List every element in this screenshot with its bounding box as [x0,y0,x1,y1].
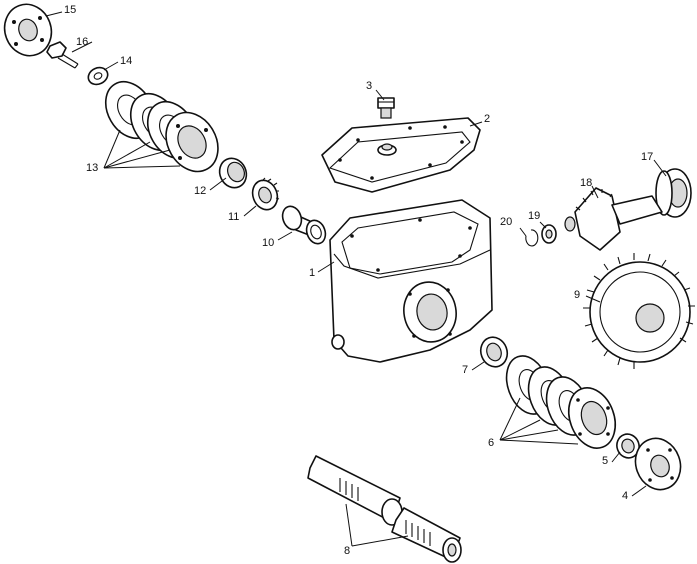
callout-3: 3 [366,80,373,92]
callout-2: 2 [484,113,491,125]
part-9-ring-gear [583,253,695,369]
part-4-flange [634,437,682,491]
callout-6: 6 [488,437,495,449]
part-2-cover [321,117,481,193]
part-7-bearing [479,336,509,368]
part-5-seal [616,433,640,459]
leader-lines [45,11,667,547]
callout-17: 17 [641,151,654,163]
part-8-shafts [307,455,462,563]
part-12-bearing [218,157,248,189]
callout-11: 11 [228,211,240,223]
callout-4: 4 [622,490,629,502]
callout-15: 15 [64,4,77,16]
callout-10: 10 [262,237,275,249]
callout-14: 14 [120,55,133,67]
callout-12: 12 [194,185,207,197]
part-19-collar [541,224,557,244]
callout-20: 20 [500,216,513,228]
callout-9: 9 [574,289,581,301]
part-15-flange [3,3,53,57]
part-10-spacer-tube [281,205,327,245]
part-3-plug [377,97,395,119]
part-20-snap-ring [525,229,539,247]
part-1-housing [329,199,493,363]
callout-16: 16 [76,36,89,48]
callout-8: 8 [344,545,351,557]
part-11-pinion [251,177,280,211]
part-17-end-cap [655,168,692,218]
part-16-bolt [46,41,79,69]
part-13-shim-stack [104,80,219,173]
callout-7: 7 [462,364,469,376]
callout-13: 13 [86,162,99,174]
callout-19: 19 [528,210,541,222]
callout-18: 18 [580,177,593,189]
callout-5: 5 [602,455,609,467]
part-18-bevel-gear [564,187,663,251]
callout-1: 1 [309,267,316,279]
part-6-shim-stack [505,355,617,449]
part-14-washer [87,66,109,86]
